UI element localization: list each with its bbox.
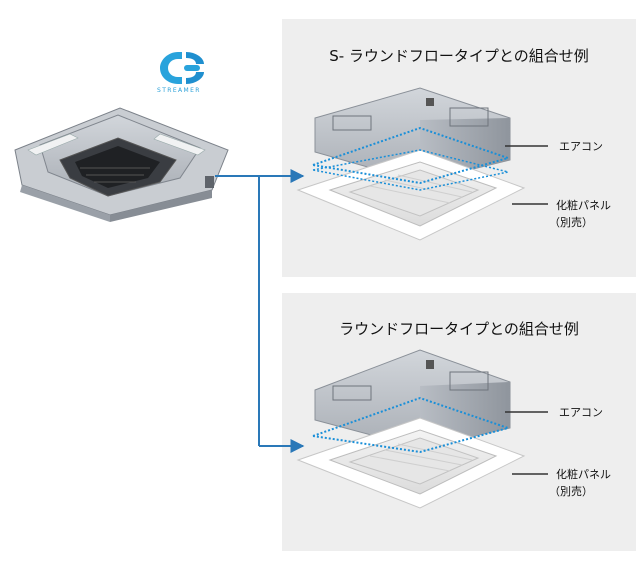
sold-separately-note: （別売） bbox=[549, 485, 593, 498]
logo-text: STREAMER bbox=[157, 87, 201, 94]
sold-separately-note: （別売） bbox=[549, 216, 593, 229]
callout-lines bbox=[505, 145, 548, 475]
aircon-label: エアコン bbox=[559, 406, 603, 419]
round-flow-unit-illustration bbox=[296, 349, 526, 509]
ceiling-cassette-unit-illustration bbox=[14, 107, 229, 222]
connector-arrows bbox=[215, 169, 305, 453]
decorative-panel-label: 化粧パネル bbox=[556, 199, 611, 212]
aircon-label: エアコン bbox=[559, 140, 603, 153]
panel-title: S- ラウンドフロータイプとの組合せ例 bbox=[329, 47, 589, 65]
s-round-flow-unit-illustration bbox=[296, 87, 526, 241]
streamer-logo-icon bbox=[160, 52, 204, 84]
decorative-panel-label: 化粧パネル bbox=[556, 468, 611, 481]
panel-title: ラウンドフロータイプとの組合せ例 bbox=[339, 320, 579, 338]
